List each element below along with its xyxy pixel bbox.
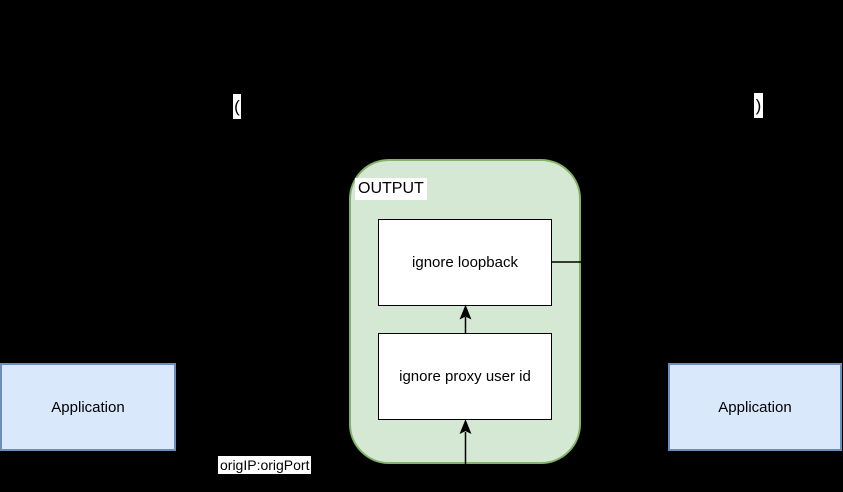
rule-ignore-proxy-user-id: ignore proxy user id — [378, 333, 552, 420]
rule-ignore-loopback-label: ignore loopback — [412, 254, 518, 271]
edge-label-open-paren: ( — [233, 94, 241, 119]
rule-ignore-proxy-user-id-label: ignore proxy user id — [399, 368, 531, 385]
edge-label-close-paren: ) — [754, 93, 763, 118]
application-left-label: Application — [51, 398, 125, 416]
rule-ignore-loopback: ignore loopback — [378, 219, 552, 306]
application-box-right: Application — [668, 363, 842, 451]
output-chain-label: OUTPUT — [355, 178, 427, 200]
edge-label-origip-origport: origIP:origPort — [218, 456, 312, 474]
application-right-label: Application — [718, 398, 792, 416]
application-box-left: Application — [0, 363, 176, 451]
